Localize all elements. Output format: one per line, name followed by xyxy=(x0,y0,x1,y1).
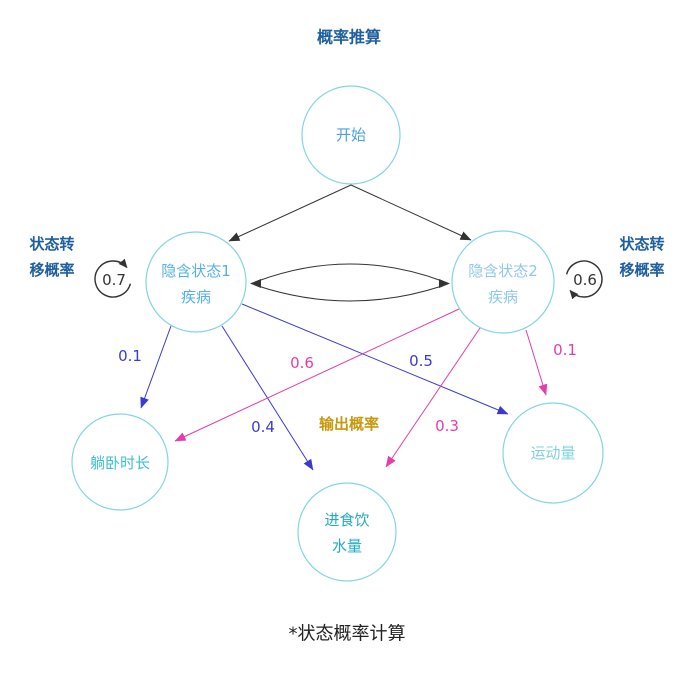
node-start-label: 开始 xyxy=(336,126,366,144)
transition-curve-upper xyxy=(257,263,443,282)
self-loop-hidden-state-2-arc xyxy=(565,260,603,300)
transition-label-right-line-1: 状态转 xyxy=(619,235,664,253)
edge-start-to-hidden-state-2 xyxy=(350,184,472,241)
node-observation-exercise-label: 运动量 xyxy=(530,444,575,462)
node-hidden-state-1-sublabel: 疾病 xyxy=(181,288,211,306)
edge-start-to-hidden-state-1 xyxy=(228,184,352,242)
node-start-circle xyxy=(301,85,401,185)
diagram-title: 概率推算 xyxy=(317,28,381,47)
transition-label-left-line-2: 移概率 xyxy=(29,261,74,279)
node-observation-eating: 进食饮 水量 xyxy=(297,482,397,582)
node-observation-eating-sublabel: 水量 xyxy=(332,537,362,555)
node-observation-eating-label: 进食饮 xyxy=(324,511,369,529)
transition-label-right: 状态转 移概率 xyxy=(619,235,664,279)
emission-hidden-2-lying-probability: 0.6 xyxy=(290,354,314,372)
node-hidden-state-1-circle xyxy=(145,231,247,333)
emission-hidden-2-exercise-probability: 0.1 xyxy=(553,341,577,359)
transition-label-left-line-1: 状态转 xyxy=(29,235,74,253)
transition-hidden-2-to-hidden-1 xyxy=(250,279,443,302)
self-loop-hidden-state-2-probability: 0.6 xyxy=(573,271,597,289)
transition-label-left: 状态转 移概率 xyxy=(29,235,74,279)
emission-hidden-1-eating-probability: 0.4 xyxy=(251,418,275,436)
node-hidden-state-2-circle xyxy=(451,230,555,334)
node-start: 开始 xyxy=(301,85,401,185)
emission-hidden-2-to-lying xyxy=(174,308,460,442)
emission-hidden-1-to-lying xyxy=(140,325,172,409)
transition-label-right-line-2: 移概率 xyxy=(619,261,664,279)
node-hidden-state-2-sublabel: 疾病 xyxy=(488,288,518,306)
node-hidden-state-1: 隐含状态1 疾病 xyxy=(145,231,247,333)
output-probability-label: 输出概率 xyxy=(319,415,379,433)
emission-hidden-1-exercise-probability: 0.5 xyxy=(409,352,433,370)
self-loop-hidden-state-1: 0.7 xyxy=(94,258,132,298)
node-observation-lying: 躺卧时长 xyxy=(71,413,169,511)
footer-caption: *状态概率计算 xyxy=(289,624,406,645)
node-observation-exercise-circle xyxy=(502,402,604,504)
node-hidden-state-2: 隐含状态2 疾病 xyxy=(451,230,555,334)
node-observation-exercise: 运动量 xyxy=(502,402,604,504)
self-loop-hidden-state-1-arc xyxy=(94,258,132,298)
emission-hidden-1-lying-probability: 0.1 xyxy=(118,347,142,365)
emission-hidden-2-eating-probability: 0.3 xyxy=(435,417,459,435)
transition-arrowhead-left xyxy=(250,279,261,288)
node-hidden-state-1-label: 隐含状态1 xyxy=(161,262,231,280)
emission-hidden-1-to-exercise xyxy=(241,303,509,415)
node-observation-eating-circle xyxy=(297,482,397,582)
self-loop-hidden-state-1-probability: 0.7 xyxy=(102,271,126,289)
emission-hidden-2-to-exercise xyxy=(525,329,548,396)
transition-curve-lower xyxy=(257,285,443,302)
node-observation-lying-label: 躺卧时长 xyxy=(90,454,150,472)
transition-hidden-1-to-hidden-2 xyxy=(257,263,450,288)
node-hidden-state-2-label: 隐含状态2 xyxy=(468,262,538,280)
self-loop-hidden-state-2: 0.6 xyxy=(565,260,603,300)
node-observation-lying-circle xyxy=(71,413,169,511)
emission-hidden-2-to-eating xyxy=(385,327,481,468)
